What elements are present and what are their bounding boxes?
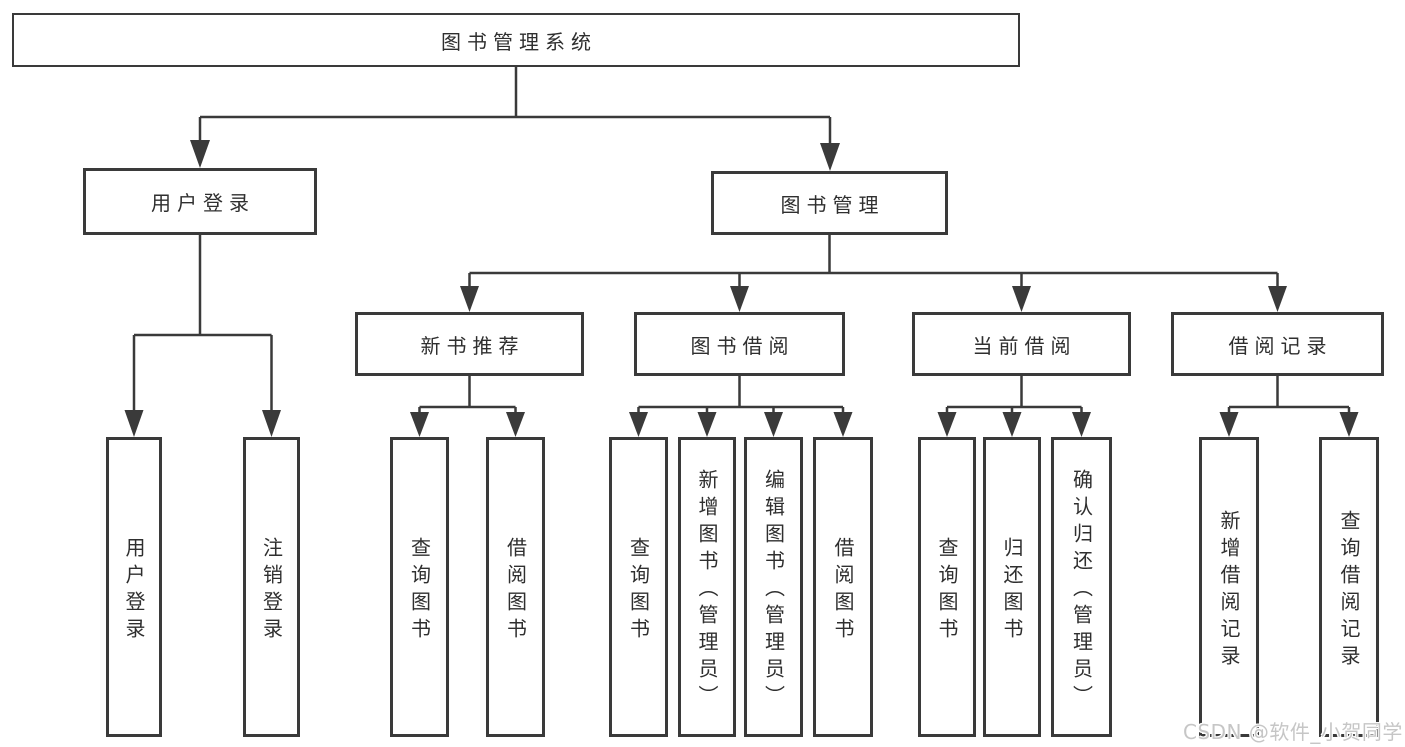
leaf-label: 查询图书 bbox=[626, 536, 651, 645]
node-book-management: 图书管理 bbox=[711, 171, 948, 235]
leaf-logout: 注销登录 bbox=[243, 437, 300, 737]
leaf-label: 新增图书（管理员） bbox=[695, 469, 719, 712]
leaf-label: 编辑图书（管理员） bbox=[761, 469, 786, 712]
leaf-borrow-books-recommend: 借阅图书 bbox=[486, 437, 545, 737]
leaf-add-books-admin: 新增图书（管理员） bbox=[678, 437, 736, 737]
leaf-label: 新增借阅记录 bbox=[1217, 509, 1241, 672]
node-library-management-system: 图书管理系统 bbox=[12, 13, 1020, 67]
node-label: 用户登录 bbox=[151, 191, 255, 215]
leaf-label: 查询图书 bbox=[407, 536, 432, 645]
connector-arrows bbox=[124, 140, 1359, 437]
leaf-user-login: 用户登录 bbox=[106, 437, 162, 737]
leaf-label: 借阅图书 bbox=[503, 536, 528, 645]
leaf-add-borrow-record: 新增借阅记录 bbox=[1199, 437, 1259, 737]
leaf-label: 注销登录 bbox=[259, 536, 284, 645]
leaf-borrow-books: 借阅图书 bbox=[813, 437, 873, 737]
node-current-borrow: 当前借阅 bbox=[912, 312, 1131, 376]
node-label: 图书管理系统 bbox=[441, 29, 597, 54]
leaf-label: 借阅图书 bbox=[831, 536, 855, 645]
node-new-book-recommend: 新书推荐 bbox=[355, 312, 584, 376]
leaf-label: 归还图书 bbox=[1000, 536, 1024, 645]
node-book-borrow: 图书借阅 bbox=[634, 312, 845, 376]
leaf-label: 查询图书 bbox=[935, 536, 959, 645]
leaf-return-books: 归还图书 bbox=[983, 437, 1041, 737]
leaf-edit-books-admin: 编辑图书（管理员） bbox=[744, 437, 803, 737]
node-label: 新书推荐 bbox=[420, 333, 525, 358]
csdn-watermark: CSDN @软件_小贺同学 bbox=[1183, 720, 1403, 744]
leaf-label: 查询借阅记录 bbox=[1337, 509, 1361, 672]
leaf-label: 确认归还（管理员） bbox=[1069, 469, 1094, 712]
leaf-query-books-borrow: 查询图书 bbox=[609, 437, 668, 737]
node-label: 当前借阅 bbox=[972, 333, 1077, 358]
leaf-query-books-recommend: 查询图书 bbox=[390, 437, 449, 737]
node-label: 图书管理 bbox=[780, 192, 885, 217]
node-label: 借阅记录 bbox=[1228, 333, 1333, 358]
node-borrow-records: 借阅记录 bbox=[1171, 312, 1384, 376]
node-label: 图书借阅 bbox=[690, 333, 795, 358]
leaf-query-borrow-record: 查询借阅记录 bbox=[1319, 437, 1379, 737]
node-user-login: 用户登录 bbox=[83, 168, 317, 235]
leaf-confirm-return-admin: 确认归还（管理员） bbox=[1051, 437, 1112, 737]
leaf-label: 用户登录 bbox=[122, 536, 146, 645]
leaf-query-books-current: 查询图书 bbox=[918, 437, 976, 737]
